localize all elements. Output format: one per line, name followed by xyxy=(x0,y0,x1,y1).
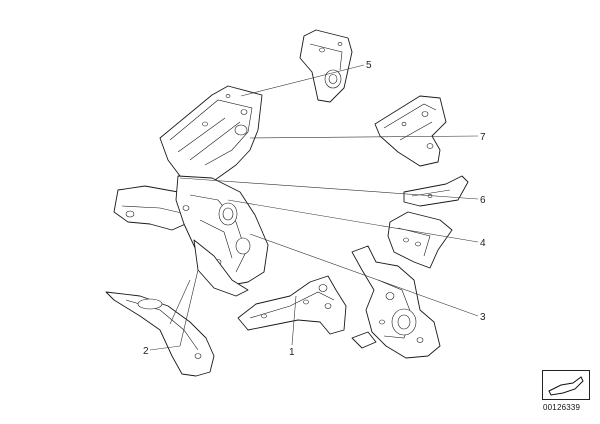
main-assembly xyxy=(113,85,269,297)
part-4-gusset xyxy=(387,211,453,269)
callout-5: 5 xyxy=(366,60,372,71)
part-2-member xyxy=(105,291,215,377)
part-outline-icon xyxy=(542,370,590,400)
part-5-bracket xyxy=(299,29,353,103)
part-1-bracket xyxy=(237,275,347,335)
callout-3: 3 xyxy=(480,312,486,323)
callout-7: 7 xyxy=(480,132,486,143)
part-7-rail xyxy=(374,95,447,167)
document-number: 00126339 xyxy=(543,403,581,412)
callout-2: 2 xyxy=(143,346,149,357)
part-3-panel xyxy=(351,245,441,359)
leader-lines xyxy=(149,64,479,351)
part-6-plate xyxy=(403,175,469,207)
callout-1: 1 xyxy=(289,347,295,358)
callout-6: 6 xyxy=(480,195,486,206)
callout-4: 4 xyxy=(480,238,486,249)
